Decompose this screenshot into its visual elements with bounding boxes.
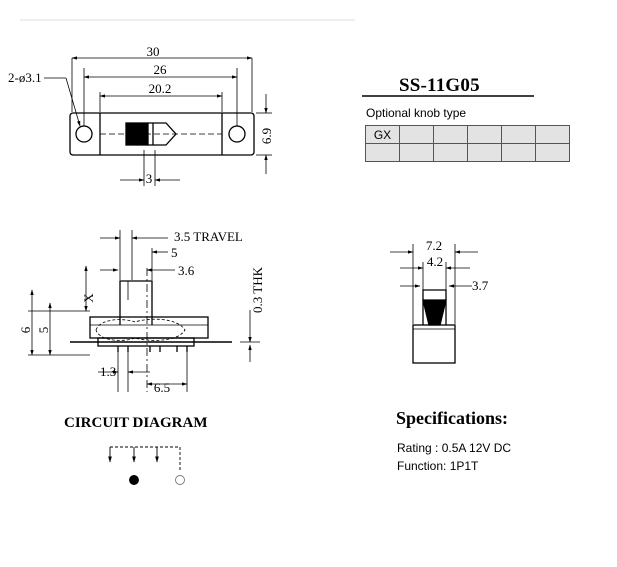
- top-view-labels: 30 26 20.2 2-ø3.1 6.9 3: [8, 44, 274, 186]
- dim-20-2: 20.2: [149, 81, 172, 96]
- specs-title: Specifications:: [396, 408, 508, 428]
- spec-function: Function: 1P1T: [397, 459, 479, 473]
- dim-30: 30: [147, 44, 160, 59]
- side-view: [28, 230, 260, 392]
- dim-thk: 0.3 THK: [250, 266, 265, 313]
- table-cell: [467, 125, 502, 144]
- table-row: GX: [365, 125, 570, 144]
- dim-1-3: 1.3: [100, 364, 116, 379]
- table-cell: [399, 143, 434, 162]
- dim-holes: 2-ø3.1: [8, 70, 42, 85]
- mount-hole-left: [75, 125, 93, 143]
- dim-7-2: 7.2: [426, 238, 442, 253]
- table-cell: [501, 125, 536, 144]
- spec-rating: Rating : 0.5A 12V DC: [397, 441, 512, 455]
- dim-3-6: 3.6: [178, 263, 195, 278]
- end-view: [390, 244, 478, 364]
- contact-open-dot: [175, 475, 185, 485]
- dim-6: 6: [18, 326, 33, 333]
- top-view: [44, 56, 272, 186]
- table-cell: [501, 143, 536, 162]
- dim-5-left: 5: [36, 327, 51, 334]
- dim-x: X: [81, 293, 96, 303]
- circuit-title: CIRCUIT DIAGRAM: [64, 415, 208, 431]
- table-cell: GX: [365, 125, 400, 144]
- dim-26: 26: [154, 62, 168, 77]
- table-cell: [433, 125, 468, 144]
- contact-closed-dot: [129, 475, 139, 485]
- mount-hole-right: [228, 125, 246, 143]
- knob-type-table: GX: [365, 125, 570, 162]
- side-view-labels: 3.5 TRAVEL 5 3.6 0.3 THK X 6 5 1.3 6.5: [18, 229, 265, 395]
- table-cell: [365, 143, 400, 162]
- dim-3: 3: [146, 171, 153, 186]
- dim-6-9: 6.9: [259, 128, 274, 144]
- dim-travel: 3.5 TRAVEL: [174, 229, 243, 244]
- table-row: [365, 143, 570, 162]
- circuit-diagram: [108, 446, 185, 485]
- dim-5-top: 5: [171, 245, 178, 260]
- dim-6-5: 6.5: [154, 380, 170, 395]
- end-view-labels: 7.2 4.2 3.7: [426, 238, 489, 293]
- table-cell: [467, 143, 502, 162]
- dim-3-7: 3.7: [472, 278, 489, 293]
- knob-type-label: Optional knob type: [366, 106, 467, 120]
- table-cell: [535, 143, 570, 162]
- table-cell: [433, 143, 468, 162]
- model-title: SS-11G05: [399, 75, 480, 96]
- dim-4-2: 4.2: [427, 254, 443, 269]
- table-cell: [535, 125, 570, 144]
- table-cell: [399, 125, 434, 144]
